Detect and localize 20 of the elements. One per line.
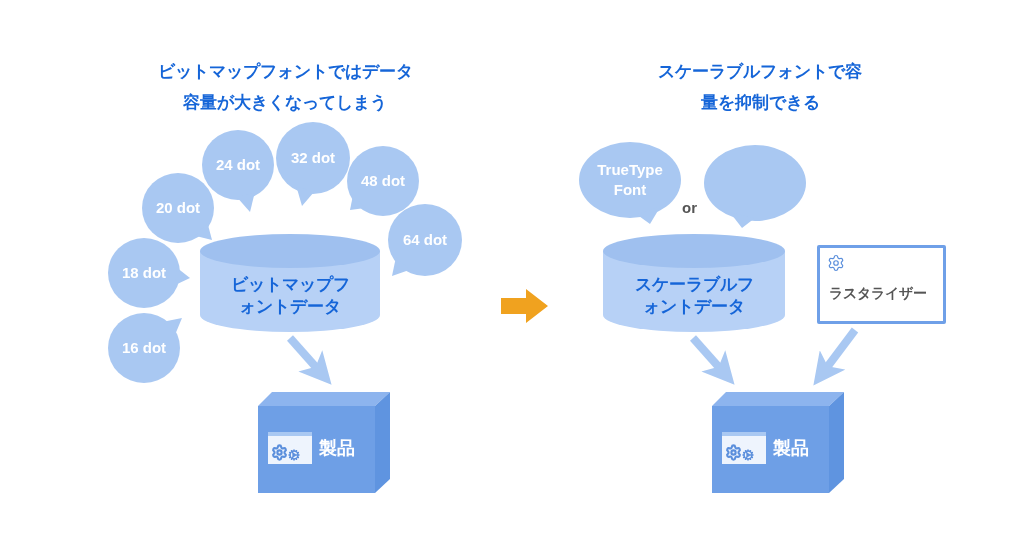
- heading: ビットマップフォントではデータ容量が大きくなってしまう: [156, 61, 414, 114]
- bubble-text: 16 dot: [120, 338, 168, 358]
- bubble-text: TrueType Font: [596, 160, 664, 200]
- rasterizer-label: ラスタライザー: [829, 284, 927, 302]
- product-label: 製品: [773, 437, 809, 459]
- product-label: 製品: [319, 437, 355, 459]
- arrow: [690, 335, 735, 385]
- rasterizer-box: [817, 245, 946, 324]
- cylinder-label: スケーラブルフォントデータ: [633, 274, 755, 318]
- bubble-text: 64 dot: [401, 230, 449, 250]
- arrow: [813, 327, 859, 386]
- bubble-text: 18 dot: [120, 263, 168, 283]
- bubble-text: 32 dot: [289, 148, 337, 168]
- heading: スケーラブルフォントで容量を抑制できる: [657, 61, 863, 114]
- or-label: or: [682, 199, 697, 217]
- cylinder-label: ビットマップフォントデータ: [229, 274, 351, 318]
- bubble-text: 24 dot: [214, 155, 262, 175]
- bubble-text: 20 dot: [154, 198, 202, 218]
- arrow: [287, 335, 332, 385]
- bubble-text: 48 dot: [359, 171, 407, 191]
